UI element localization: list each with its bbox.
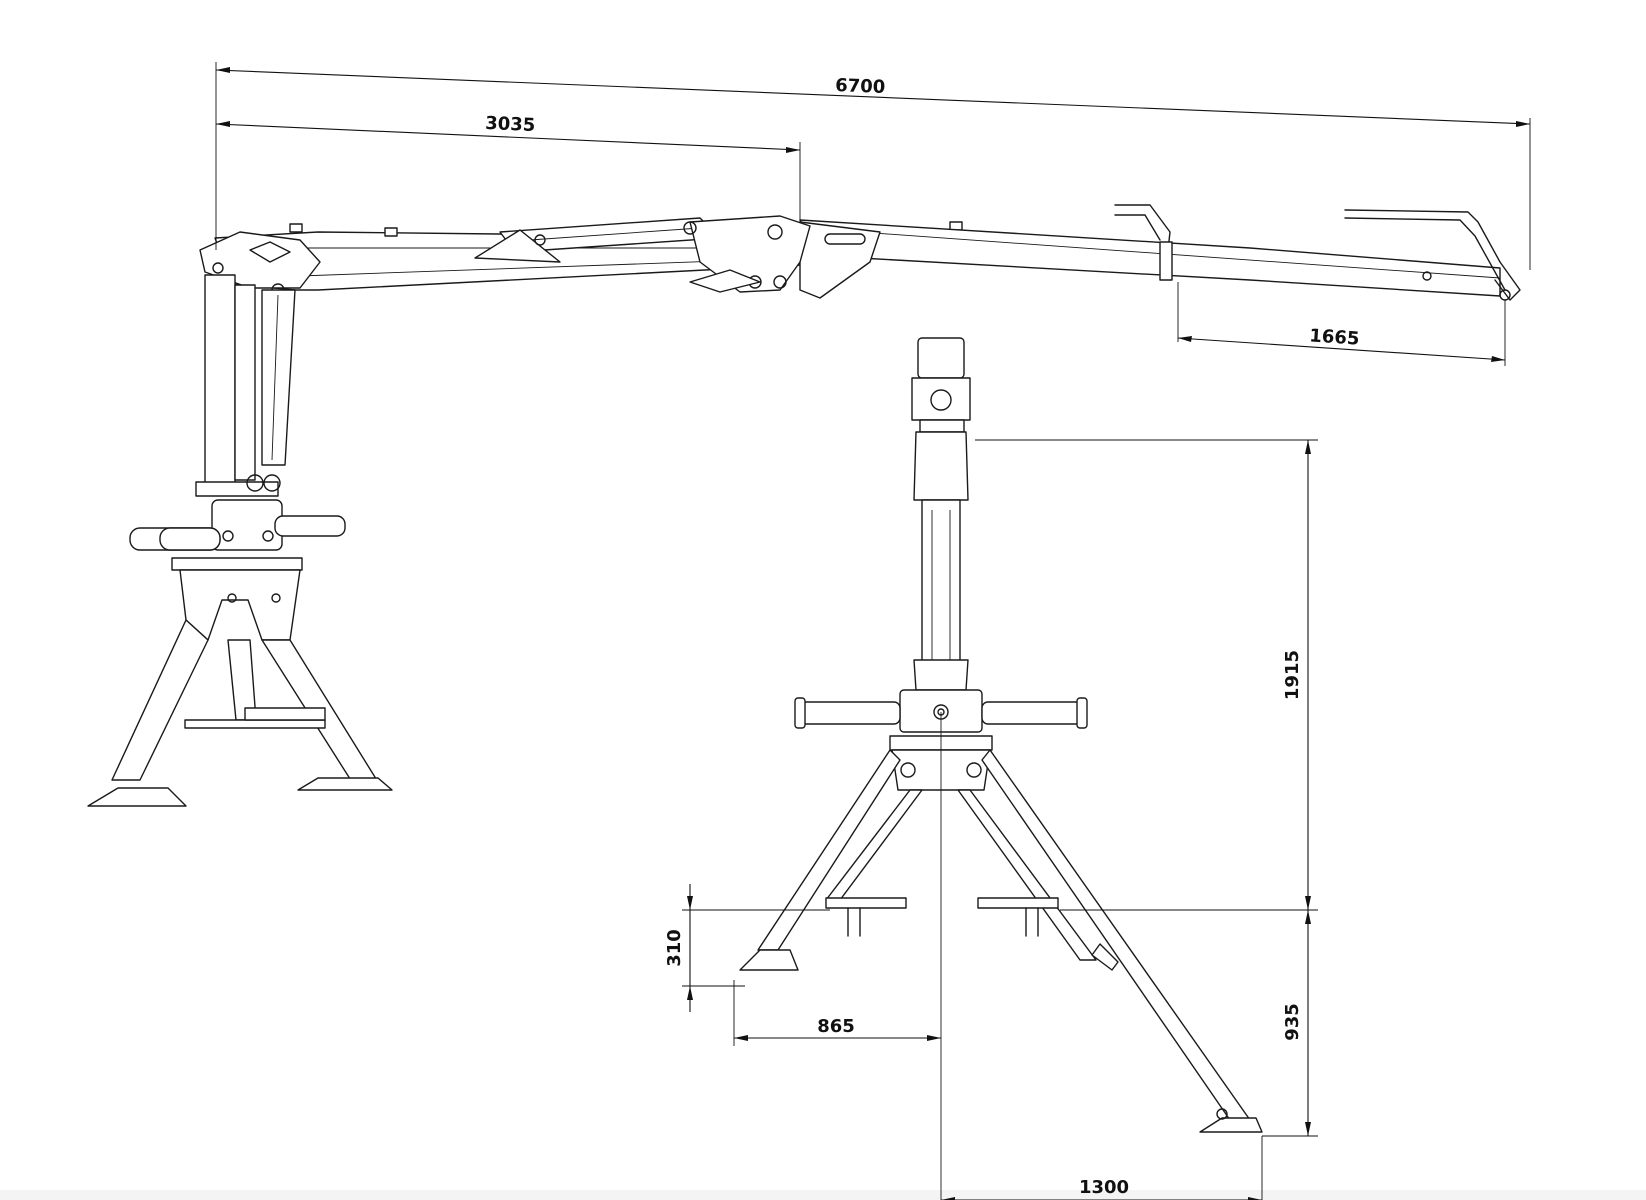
dimension-3035: 3035 (215, 113, 801, 222)
dimension-1300: 1300 (941, 1136, 1263, 1200)
dim-label-inner-boom: 3035 (485, 113, 536, 136)
slewing-unit (129, 499, 346, 551)
dim-label-total-reach: 6700 (835, 75, 886, 98)
dimension-1665: 1665 (1177, 282, 1506, 366)
dimension-1915: 1915 (975, 439, 1318, 911)
dimension-935: 935 (1262, 910, 1318, 1137)
dimension-865: 865 (733, 980, 941, 1046)
front-view-crane (739, 337, 1263, 1200)
side-column (195, 274, 296, 497)
dim-label-extension: 1665 (1309, 325, 1360, 349)
side-base (87, 557, 393, 807)
dim-label-left-leg-spread: 865 (817, 1016, 855, 1037)
front-legs (739, 749, 1263, 1133)
dim-label-foot-height: 310 (664, 929, 685, 967)
dimension-6700: 6700 (215, 62, 1531, 270)
front-slew (794, 689, 1088, 733)
side-view-crane (87, 204, 1521, 807)
front-mast (913, 431, 969, 691)
dimension-310: 310 (664, 884, 830, 1012)
page-bottom-band (0, 1190, 1646, 1200)
outer-boom (799, 204, 1521, 301)
front-boom-head (911, 337, 971, 433)
dim-label-base-height: 935 (1282, 1003, 1303, 1041)
dim-label-mast-height: 1915 (1282, 650, 1303, 700)
dim-label-right-leg-spread: 1300 (1079, 1177, 1129, 1198)
lift-cylinder (474, 215, 811, 293)
